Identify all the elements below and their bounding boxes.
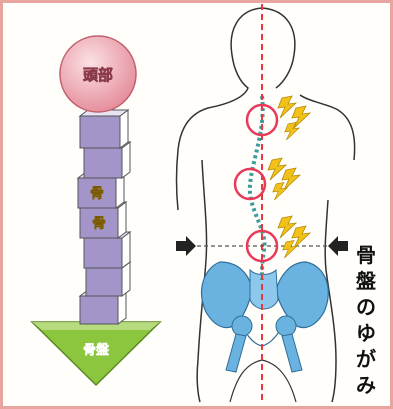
body-illustration xyxy=(176,4,355,402)
caption-char: み xyxy=(356,373,376,397)
lightning-bolt-icon xyxy=(273,182,287,200)
block xyxy=(80,110,128,148)
head-label: 頭部 xyxy=(83,66,113,84)
caption-char: ゆ xyxy=(356,321,376,345)
spine-label-1: 骨 xyxy=(90,185,104,202)
lightning-bolt-icon xyxy=(282,168,300,190)
spine-label-2: 骨 xyxy=(92,215,106,232)
pelvis-label: 骨盤 xyxy=(83,342,110,358)
arrow-left-icon xyxy=(328,236,348,256)
pelvis-bone xyxy=(202,262,329,372)
caption-char: 盤 xyxy=(356,269,377,293)
caption-char: 骨 xyxy=(356,243,376,267)
arrow-right-icon xyxy=(176,236,196,256)
lightning-bolt-icon xyxy=(283,240,297,258)
caption-pelvis-distortion: 骨 盤 の ゆ が み xyxy=(356,243,377,397)
lightning-bolt-icon xyxy=(292,226,310,248)
block-stack-illustration: 頭部 骨 骨 骨盤 xyxy=(32,36,160,385)
caption-char: の xyxy=(356,295,376,319)
caption-char: が xyxy=(356,347,376,371)
